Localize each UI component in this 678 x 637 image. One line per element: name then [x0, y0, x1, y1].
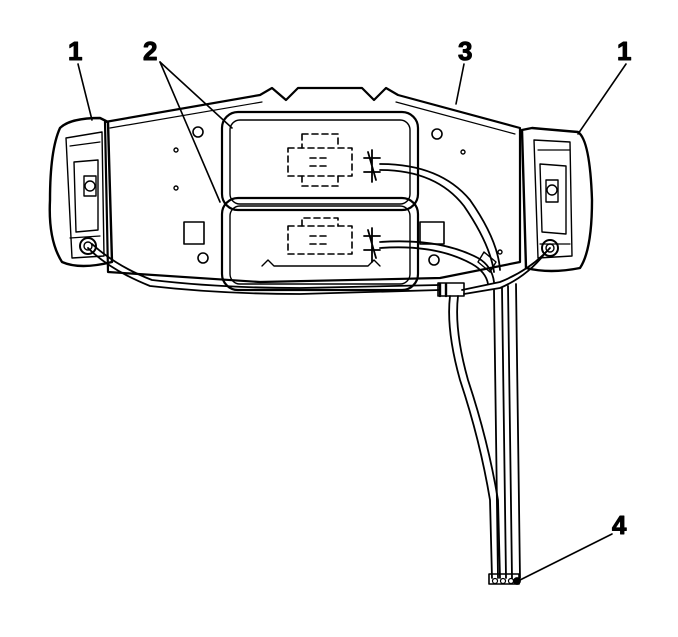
bulb-upper	[287, 133, 353, 187]
leader-2-upper	[159, 61, 233, 129]
leader-4	[519, 533, 613, 581]
marker-lamp-right	[520, 126, 594, 273]
leader-lines	[77, 61, 627, 581]
callout-1-left: 1	[68, 36, 82, 66]
lamp-housing-lower	[220, 196, 420, 292]
leader-1-left	[77, 63, 93, 121]
callout-2: 2	[143, 36, 157, 66]
marker-lamp-left	[48, 116, 114, 268]
callout-4: 4	[612, 510, 627, 540]
leader-2-lower	[159, 61, 221, 203]
lamp-housing-upper	[220, 110, 420, 212]
leader-3	[455, 63, 465, 105]
callout-3: 3	[458, 36, 472, 66]
bulb-lower	[287, 217, 353, 255]
bracket-plate	[103, 86, 522, 284]
callout-1-right: 1	[617, 36, 631, 66]
wiring-harness	[87, 163, 551, 585]
leader-1-right	[577, 63, 627, 135]
